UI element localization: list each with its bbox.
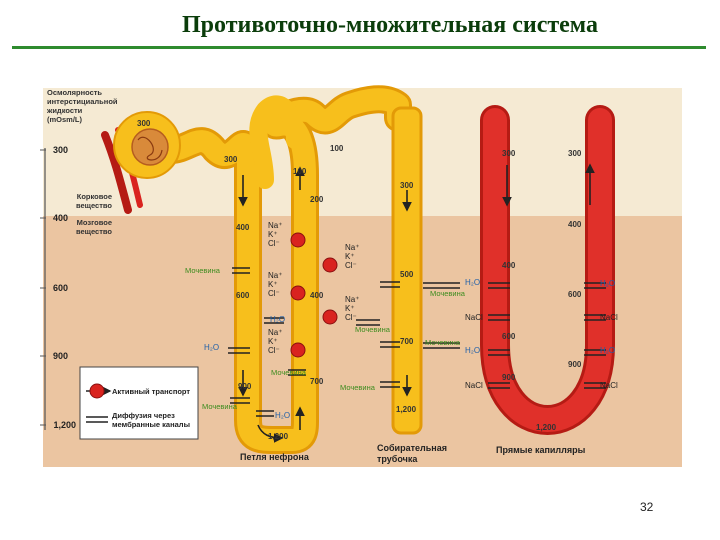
svg-text:Мочевина: Мочевина — [355, 325, 391, 334]
loop-label: Петля нефрона — [240, 452, 310, 462]
value-desc-2: 400 — [236, 223, 250, 232]
svg-text:H₂O: H₂O — [270, 315, 285, 324]
value-cd-4: 1,200 — [396, 405, 417, 414]
nacl-labels: NaCl NaCl NaCl NaCl — [465, 313, 618, 390]
value-cd-3: 700 — [400, 337, 414, 346]
svg-text:NaCl: NaCl — [600, 381, 618, 390]
svg-text:Na⁺: Na⁺ — [268, 328, 282, 337]
value-vr-l4: 900 — [502, 373, 516, 382]
svg-text:NaCl: NaCl — [600, 313, 618, 322]
svg-text:K⁺: K⁺ — [345, 304, 355, 313]
flow-arrows — [238, 163, 595, 443]
svg-text:Na⁺: Na⁺ — [268, 271, 282, 280]
svg-text:Мочевина: Мочевина — [202, 402, 238, 411]
svg-text:Cl⁻: Cl⁻ — [268, 289, 280, 298]
value-vr-r2: 400 — [568, 220, 582, 229]
svg-text:H₂O: H₂O — [465, 278, 480, 287]
value-vr-bottom: 1,200 — [536, 423, 557, 432]
value-dct: 100 — [330, 144, 344, 153]
channel-symbols — [228, 267, 606, 417]
urea-labels: Мочевина Мочевина Мочевина Мочевина Моче… — [185, 266, 466, 411]
svg-text:H₂O: H₂O — [204, 343, 219, 352]
svg-text:Мочевина: Мочевина — [425, 338, 461, 347]
value-vr-r1: 300 — [568, 149, 582, 158]
svg-text:K⁺: K⁺ — [268, 280, 278, 289]
svg-text:K⁺: K⁺ — [345, 252, 355, 261]
svg-text:Cl⁻: Cl⁻ — [268, 239, 280, 248]
value-vr-r3: 600 — [568, 290, 582, 299]
tick-900: 900 — [53, 351, 68, 361]
tick-400: 400 — [53, 213, 68, 223]
collecting-duct — [391, 106, 423, 435]
svg-text:Cl⁻: Cl⁻ — [268, 346, 280, 355]
value-cd-1: 300 — [400, 181, 414, 190]
svg-text:Мочевина: Мочевина — [271, 368, 307, 377]
active-transport-pumps — [290, 232, 338, 358]
value-bottom: 1,200 — [268, 432, 289, 441]
svg-text:H₂O: H₂O — [600, 279, 615, 288]
vasa-recta-label: Прямые капилляры — [496, 445, 586, 455]
osmolarity-values: 300 300 400 600 900 1,200 100 200 400 70… — [137, 119, 582, 441]
water-labels: H₂O H₂O H₂O H₂O H₂O H₂O H₂O — [204, 278, 615, 420]
vasa-recta — [480, 105, 615, 435]
tick-1200: 1,200 — [53, 420, 76, 430]
value-vr-l3: 600 — [502, 332, 516, 341]
svg-text:H₂O: H₂O — [600, 346, 615, 355]
svg-text:Cl⁻: Cl⁻ — [345, 261, 357, 270]
svg-text:K⁺: K⁺ — [268, 230, 278, 239]
value-desc-1: 300 — [224, 155, 238, 164]
svg-text:K⁺: K⁺ — [268, 337, 278, 346]
tick-600: 600 — [53, 283, 68, 293]
legend-active-symbol — [89, 383, 105, 399]
svg-text:Na⁺: Na⁺ — [345, 243, 359, 252]
value-asc-4: 700 — [310, 377, 324, 386]
legend-diffusion-symbol — [86, 416, 108, 423]
value-vr-r4: 900 — [568, 360, 582, 369]
page-number: 32 — [640, 500, 654, 514]
bowman-capsule — [113, 111, 181, 179]
slide-title: Противоточно-множительная система — [182, 12, 598, 38]
value-cd-2: 500 — [400, 270, 414, 279]
svg-text:Cl⁻: Cl⁻ — [345, 313, 357, 322]
title-rule — [12, 46, 706, 49]
svg-text:NaCl: NaCl — [465, 313, 483, 322]
value-desc-3: 600 — [236, 291, 250, 300]
legend-active-text: Активный транспорт — [112, 387, 190, 396]
nephron-tubule — [156, 85, 412, 454]
value-asc-3: 400 — [310, 291, 324, 300]
svg-text:Мочевина: Мочевина — [430, 289, 466, 298]
svg-text:Мочевина: Мочевина — [185, 266, 221, 275]
svg-text:Na⁺: Na⁺ — [268, 221, 282, 230]
svg-text:NaCl: NaCl — [465, 381, 483, 390]
value-glomerulus: 300 — [137, 119, 151, 128]
svg-text:H₂O: H₂O — [275, 411, 290, 420]
value-asc-2: 200 — [310, 195, 324, 204]
value-desc-4: 900 — [238, 382, 252, 391]
value-asc-1: 100 — [293, 167, 307, 176]
svg-text:Na⁺: Na⁺ — [345, 295, 359, 304]
value-vr-l1: 300 — [502, 149, 516, 158]
tick-300: 300 — [53, 145, 68, 155]
svg-text:Мочевина: Мочевина — [340, 383, 376, 392]
svg-text:H₂O: H₂O — [465, 346, 480, 355]
ion-labels: Na⁺K⁺Cl⁻ Na⁺K⁺Cl⁻ Na⁺K⁺Cl⁻ Na⁺K⁺Cl⁻ Na⁺K… — [268, 221, 359, 355]
value-vr-l2: 400 — [502, 261, 516, 270]
